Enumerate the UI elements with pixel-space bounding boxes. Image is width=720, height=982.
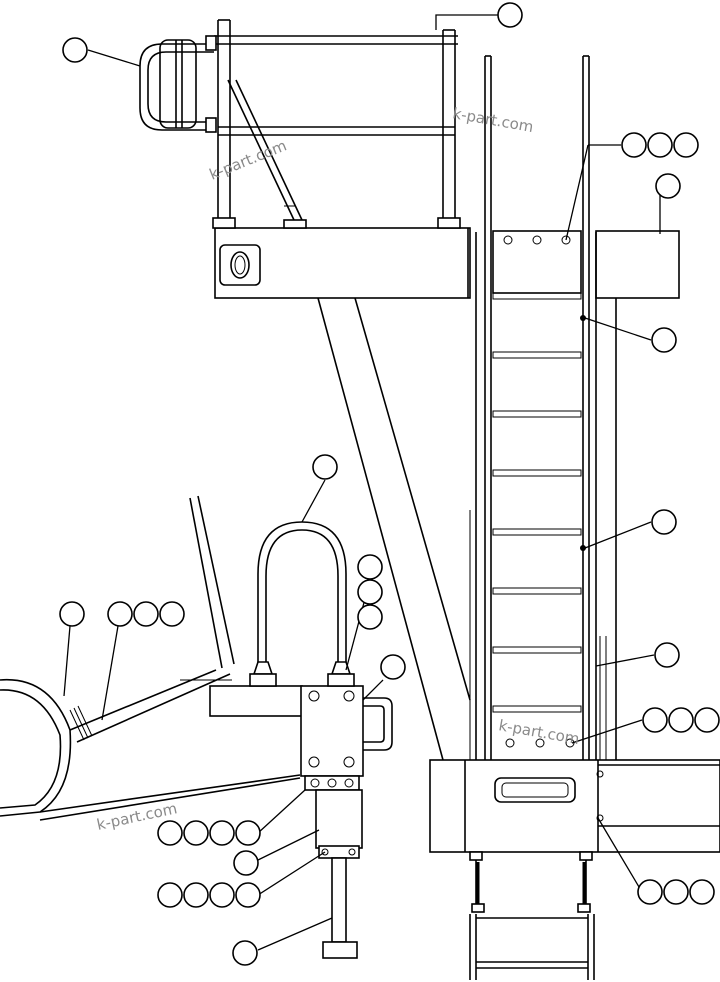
callout-bolt-set-bottom [642,707,720,733]
callout-left-single [59,601,85,627]
callout-u-handle [312,454,338,480]
callout-top-right [497,2,523,28]
callout-ladder-upper [651,327,677,353]
ladder [469,55,607,760]
callout-mount-nuts [157,882,261,908]
callout-stack-mid [357,579,383,605]
callout-rail-lower [654,642,680,668]
diagonal-beams [189,297,471,761]
watermark: k-part.com [207,136,289,183]
callout-side-handle [380,654,406,680]
ladder-rungs [492,292,582,713]
watermark: k-part.com [497,716,581,748]
base-beam [429,759,720,853]
u-grab-handle [249,521,355,687]
top-handrail [212,19,461,229]
callout-ladder-mid [651,509,677,535]
callout-base-bracket [637,879,715,905]
deck-end-block [595,230,680,760]
callout-mount-single [233,850,259,876]
mount-bracket [209,685,393,959]
callout-mount-bolts [157,820,261,846]
upper-platform [214,227,471,299]
callout-stack-upper [357,554,383,580]
callout-step-post [232,940,258,966]
callout-stack-lower [357,604,383,630]
callout-bolt-set-top [621,132,699,158]
bottom-step [469,851,595,980]
watermark: k-part.com [451,104,535,136]
callout-left-triple [107,601,185,627]
fuel-tank [0,669,301,821]
callout-top-left [62,37,88,63]
side-grab-handle-top [139,35,217,133]
callout-deck-right [655,173,681,199]
leader-lines [63,14,661,951]
